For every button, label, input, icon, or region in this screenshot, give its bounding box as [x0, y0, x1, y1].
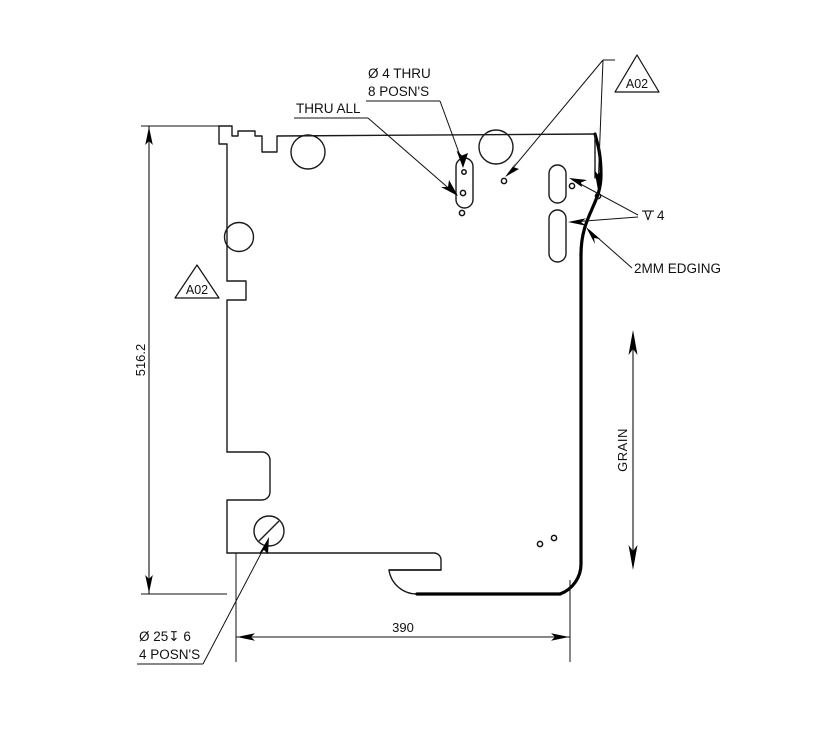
part-left-notch-upper	[226, 280, 247, 453]
grain-arrow-up	[628, 330, 638, 355]
dim-arrow-height-top	[145, 127, 153, 145]
small-hole-8	[461, 169, 467, 175]
obround-slot-right-lower	[548, 209, 567, 263]
revision-flag-leader-b	[507, 59, 604, 175]
part-bottom-right-fillet	[558, 253, 583, 596]
note-depth4-arrowhead-lower	[568, 218, 586, 226]
note-thru-all-arrowhead	[441, 180, 458, 196]
grain-label: GRAIN	[615, 428, 630, 472]
note-edging-label: 2MM EDGING	[634, 261, 721, 276]
part-left-notch-lower	[226, 451, 271, 554]
revision-flag-arrowhead-b	[505, 161, 519, 177]
note-dia4-line1: Ø 4 THRU	[368, 66, 431, 81]
dim-arrow-width-right	[551, 633, 569, 641]
note-depth4-group: 4	[568, 178, 665, 226]
note-dia4-leader	[439, 100, 463, 162]
small-hole-4	[568, 182, 576, 190]
revision-flag-left-triangle	[174, 264, 220, 299]
large-circle-top-left	[290, 134, 326, 170]
grain-arrow-down	[628, 545, 638, 570]
part-bottom-left-edge	[226, 552, 442, 571]
small-hole-6	[536, 540, 544, 548]
part-outline-group	[218, 125, 603, 596]
note-edging-arrowhead	[586, 227, 600, 244]
note-depth4-arrowhead-upper	[569, 178, 587, 187]
dim-text-height: 516.2	[133, 344, 148, 377]
part-bottom-recess	[388, 569, 561, 595]
small-hole-1	[459, 189, 467, 197]
grain-direction-group: GRAIN	[615, 330, 638, 570]
part-features-group	[223, 129, 602, 548]
note-dia25-line2: 4 POSN'S	[139, 647, 200, 662]
obround-slot-upper-mid	[455, 157, 474, 209]
part-left-edge-upper	[218, 125, 228, 282]
counterbore-circle-bottom-left	[253, 515, 285, 547]
note-dia4-group: Ø 4 THRU 8 POSN'S	[366, 66, 468, 168]
small-hole-7	[550, 534, 558, 542]
large-circle-top-mid	[478, 129, 514, 165]
note-depth4-value: 4	[657, 208, 665, 223]
obround-slot-right-upper	[548, 164, 567, 204]
dim-arrow-height-bottom	[145, 575, 153, 593]
note-dia25-leader	[202, 543, 267, 665]
revision-flag-top-right-triangle	[614, 54, 660, 93]
revision-flag-leader-a	[597, 59, 604, 189]
part-top-left-steps	[218, 125, 596, 153]
dim-arrow-width-left	[237, 633, 255, 641]
depth-symbol-icon	[642, 210, 654, 221]
small-hole-3	[500, 177, 508, 185]
note-dia25-line1: Ø 25↧ 6	[139, 629, 191, 644]
note-edging-group: 2MM EDGING	[586, 227, 721, 276]
revision-flag-left-group: A02	[174, 264, 220, 299]
note-dia25-group: Ø 25↧ 6 4 POSN'S	[137, 537, 269, 665]
note-dia4-line2: 8 POSN'S	[368, 84, 429, 99]
note-depth4-leader-upper	[572, 179, 639, 216]
revision-flag-arrowhead-a	[594, 170, 602, 190]
part-right-edge-scurve	[579, 132, 603, 257]
note-thru-all-leader	[367, 117, 454, 193]
note-thru-all-group: THRU ALL	[294, 101, 458, 196]
note-dia25-arrowhead	[259, 537, 269, 554]
small-hole-2	[458, 209, 466, 217]
dimension-height-group: 516.2	[133, 125, 227, 595]
note-depth4-leader-lower	[571, 216, 639, 223]
revision-flag-top-right-label: A02	[626, 77, 648, 91]
revision-flag-top-right-group: A02	[505, 54, 660, 190]
dim-text-width: 390	[392, 620, 414, 635]
note-thru-all-label: THRU ALL	[296, 101, 361, 116]
note-dia4-arrowhead	[456, 150, 468, 168]
revision-flag-left-label: A02	[186, 283, 208, 297]
dimension-width-group: 390	[235, 553, 571, 662]
large-circle-left-edge	[223, 221, 255, 253]
